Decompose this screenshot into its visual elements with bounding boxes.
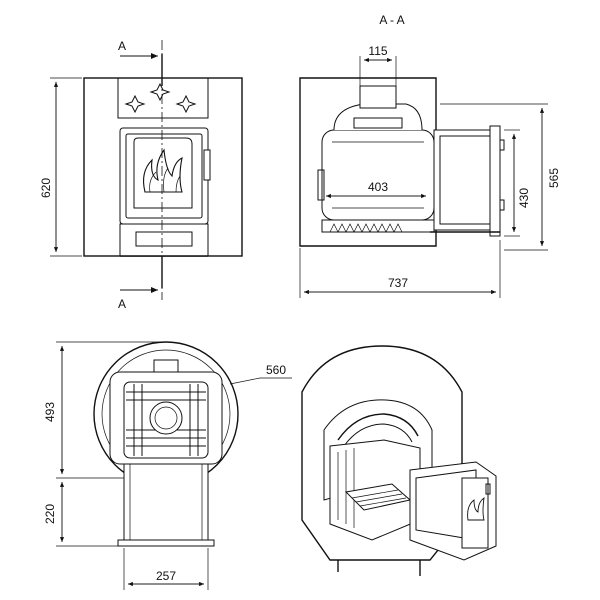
- ash-pit: [119, 223, 209, 257]
- front-star-ornaments: [124, 82, 197, 114]
- dim-tunnel-width: 257: [156, 569, 176, 583]
- section-mark-top: A: [118, 39, 126, 53]
- front-view: A A 620: [39, 39, 243, 311]
- dim-top-depth: 493: [43, 402, 57, 422]
- dim-door-height: 430: [517, 188, 531, 208]
- dim-front-height: 620: [39, 178, 53, 198]
- top-tunnel: [123, 459, 209, 545]
- flame-icon: [143, 148, 183, 193]
- firebox-section: [321, 129, 435, 221]
- section-view: A - A 115 403 430: [299, 13, 561, 298]
- top-view: 560 493 220 257: [43, 341, 292, 590]
- dim-side-height: 565: [547, 168, 561, 188]
- dim-top-diameter: 560: [266, 363, 286, 377]
- dim-chimney-width: 115: [368, 44, 387, 58]
- dim-tunnel-length: 220: [43, 504, 57, 524]
- door-handle: [203, 149, 211, 181]
- section-stone-cladding: [299, 77, 437, 247]
- dim-firebox-depth: 403: [368, 180, 388, 194]
- fire-tunnel: [433, 129, 501, 231]
- section-mark-bottom: A: [118, 297, 126, 311]
- isometric-cutaway-view: [301, 345, 497, 576]
- iso-stone-cladding: [301, 345, 463, 561]
- section-title: A - A: [379, 13, 404, 27]
- dim-total-length: 737: [388, 276, 408, 290]
- tunnel-door: [489, 125, 501, 237]
